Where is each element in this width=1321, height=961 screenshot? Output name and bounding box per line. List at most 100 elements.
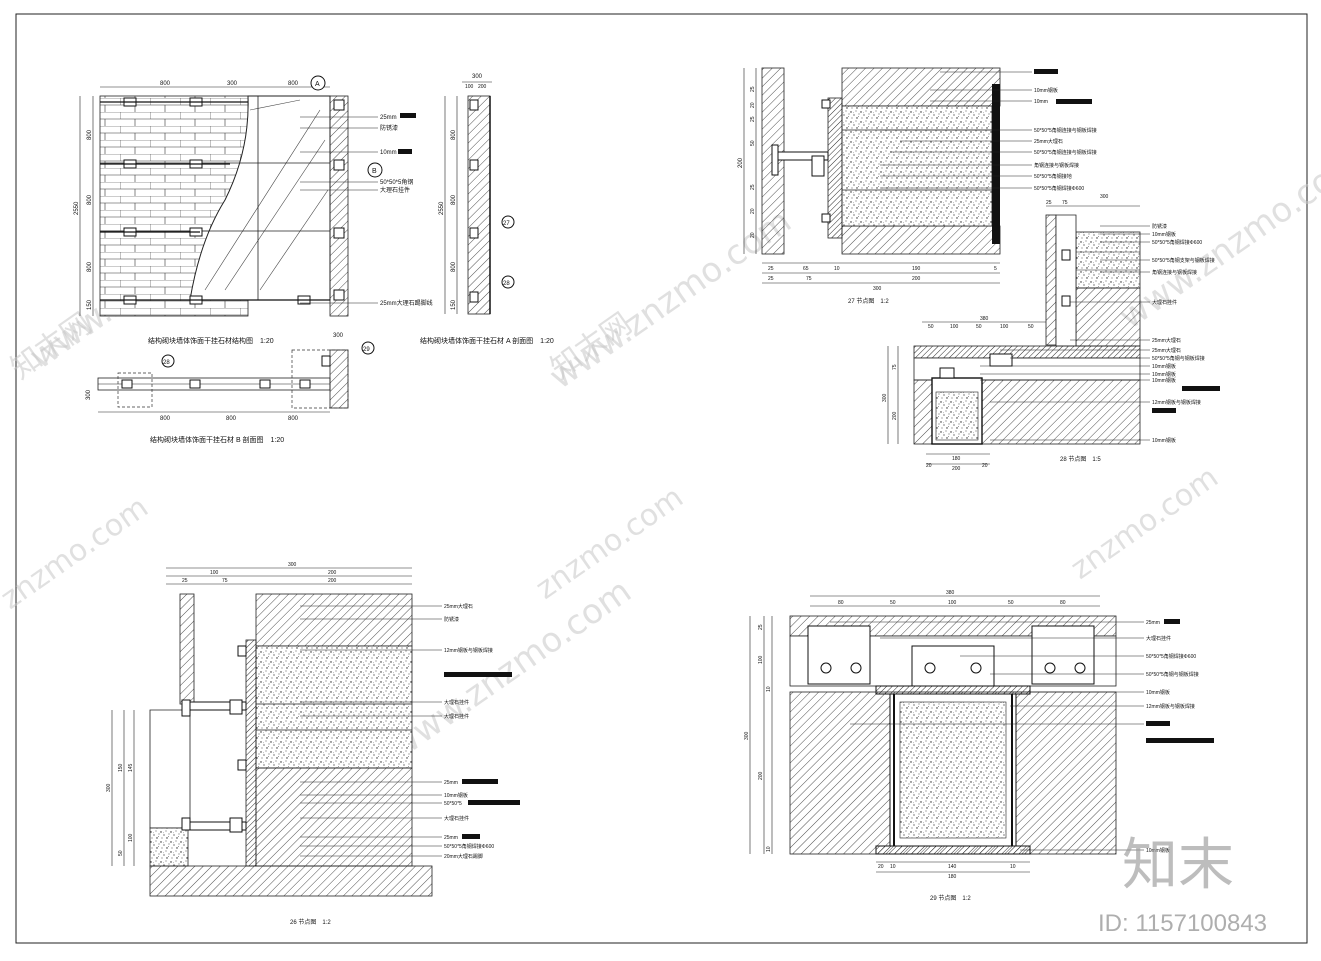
node27-note-8: 50*50*5角钢焊接Φ600: [1034, 185, 1084, 192]
node-28-drawing: 25 75 300 380 50 100 50 100 50 300 75 20…: [882, 194, 1220, 472]
section-a-tag-27: [501, 215, 515, 229]
section-a-drawing: 300 100 200 2550 800 800 800 150 27 28 结…: [420, 74, 554, 345]
section-a-dim-top-1: 300: [472, 74, 483, 80]
node26-dim-left-4: 50: [118, 850, 124, 856]
node26-dim-left-1: 150: [118, 763, 124, 772]
node26-note-7: 10mm钢板: [444, 792, 468, 799]
node29-dim-left-total: 300: [744, 731, 750, 740]
section-a-tag-28-label: 28: [503, 281, 510, 287]
node-27-drawing: 200 25 20 25 50 25 20 20 25 65 10 190 5 …: [738, 67, 1097, 305]
section-a-title: 结构砌块墙体饰面干挂石材 A 剖面图 1:20: [420, 336, 554, 345]
section-b-tag-29-label: 29: [363, 347, 370, 353]
node27-dim-b1-1: 25: [768, 266, 774, 272]
node-29-drawing: 380 80 50 100 50 80 300 25 100 10 200 10…: [744, 590, 1214, 902]
node27-dim-left-5: 25: [750, 184, 756, 190]
node29-dim-top-1: 80: [838, 600, 844, 606]
section-b-tag-28-label: 28: [163, 360, 170, 366]
node27-dim-b1-3: 10: [834, 266, 840, 272]
sheet-border: [15, 13, 1308, 944]
node27-note-1: 10mm钢板: [1034, 87, 1058, 94]
node28-dim-top-total: 380: [980, 316, 989, 322]
node26-note-9: 大理石挂件: [444, 815, 469, 822]
watermark-6: znzmo.com: [1065, 460, 1225, 587]
node29-dim-top-2: 50: [890, 600, 896, 606]
elev-dim-left-4: 150: [87, 299, 93, 310]
node28-note-1: 防锈漆: [1152, 223, 1167, 230]
node28-dim-top2-1: 50: [928, 324, 934, 330]
node26-dim-top1-2: 200: [328, 570, 337, 576]
node28-note-3: 50*50*5角钢焊接Φ600: [1152, 239, 1202, 246]
node29-note-4: 50*50*5角钢与钢板焊接: [1146, 671, 1199, 678]
node29-dim-top-4: 50: [1008, 600, 1014, 606]
node26-dim-left-2: 145: [128, 763, 134, 772]
elev-section-tag-b-label: B: [372, 168, 377, 175]
node29-title: 29 节点图 1:2: [930, 894, 971, 902]
node26-note-2: 防锈漆: [444, 616, 459, 623]
node29-dim-bottom-4: 10: [1010, 864, 1016, 870]
node28-dim-bottom-3: 20: [926, 463, 932, 469]
elev-note-3: 10mm: [380, 150, 397, 156]
node28-dim-top2-5: 50: [1028, 324, 1034, 330]
node29-dim-top-5: 80: [1060, 600, 1066, 606]
node26-note-4: 大理石挂件: [444, 699, 469, 706]
node27-dim-left-total: 200: [738, 157, 744, 168]
elev-dim-top-3: 800: [288, 81, 299, 87]
node26-dim-top1-1: 100: [210, 570, 219, 576]
node26-note-11: 50*50*5角钢焊接Φ600: [444, 843, 494, 850]
node26-note-3: 12mm钢板与钢板焊接: [444, 647, 493, 654]
node29-dim-bottom-1: 20: [878, 864, 884, 870]
node27-dim-b1-4: 190: [912, 266, 921, 272]
section-b-drawing: 800 800 800 300 300 28 29 结构砌块墙体饰面干挂石材 B…: [86, 333, 375, 444]
node28-note-13: 12mm钢板与钢板焊接: [1152, 399, 1201, 406]
elev-note-4: 50*50*5角钢: [380, 178, 413, 186]
node28-dim-top-3: 300: [1100, 194, 1109, 200]
node29-dim-top-total: 380: [946, 590, 955, 596]
elev-note-6: 25mm大理石踢脚线: [380, 299, 433, 307]
section-b-dim-left: 300: [86, 389, 92, 400]
node28-note-6: 大理石挂件: [1152, 299, 1177, 306]
watermark-4: znzmo.com: [0, 490, 155, 617]
node28-note-14: 10mm钢板: [1152, 437, 1176, 444]
node29-dim-top-3: 100: [948, 600, 957, 606]
node27-dim-left-7: 20: [750, 232, 756, 238]
elev-section-tag-a: [310, 75, 326, 91]
node28-dim-left-1: 75: [892, 364, 898, 370]
node28-dim-top2-3: 50: [976, 324, 982, 330]
node29-note-5: 10mm钢板: [1146, 689, 1170, 696]
section-b-tag-28: [161, 354, 175, 368]
node26-note-8: 50*50*5: [444, 801, 462, 807]
node27-dim-b1-2: 65: [803, 266, 809, 272]
elev-section-tag-a-label: A: [315, 81, 320, 88]
node29-note-1: 25mm: [1146, 620, 1160, 626]
node28-note-4: 50*50*5角钢支架与钢板焊接: [1152, 257, 1215, 264]
node27-dim-left-4: 50: [750, 140, 756, 146]
node29-dim-left-4: 200: [758, 771, 764, 780]
section-b-dim-bottom-3: 800: [288, 416, 299, 422]
node27-dim-left-3: 25: [750, 116, 756, 122]
node29-dim-left-3: 10: [766, 686, 772, 692]
node29-dim-left-1: 25: [758, 624, 764, 630]
section-a-dim-left-1: 800: [451, 129, 457, 140]
node28-note-7: 25mm大理石: [1152, 337, 1181, 344]
node26-note-5: 大理石挂件: [444, 713, 469, 720]
section-a-dim-left-2: 800: [451, 194, 457, 205]
node28-note-11: 10mm钢板: [1152, 371, 1176, 378]
watermark-7: www.znzmo.com: [382, 571, 638, 767]
node27-note-6: 角钢连接与钢板焊接: [1034, 162, 1079, 169]
node28-dim-top2-2: 100: [950, 324, 959, 330]
brand-id-text: ID: 1157100843: [1098, 910, 1267, 937]
node27-note-4: 25mm大理石: [1034, 138, 1063, 145]
node28-note-5: 角钢连接与钢板焊接: [1152, 269, 1197, 276]
node26-title: 26 节点图 1:2: [290, 918, 331, 926]
elev-section-tag-b: [367, 162, 383, 178]
node27-note-7: 50*50*5角钢接地: [1034, 173, 1072, 180]
elev-note-2: 防锈漆: [380, 124, 398, 132]
brand-logo-text: 知末: [1122, 833, 1234, 898]
node27-dim-total: 300: [873, 286, 882, 292]
node29-note-6: 12mm钢板与钢板焊接: [1146, 703, 1195, 710]
section-b-dim-bottom-2: 800: [226, 416, 237, 422]
node26-note-6: 25mm: [444, 780, 458, 786]
node26-note-12: 20mm大理石踢脚: [444, 853, 483, 860]
node29-dim-left-5: 10: [766, 846, 772, 852]
